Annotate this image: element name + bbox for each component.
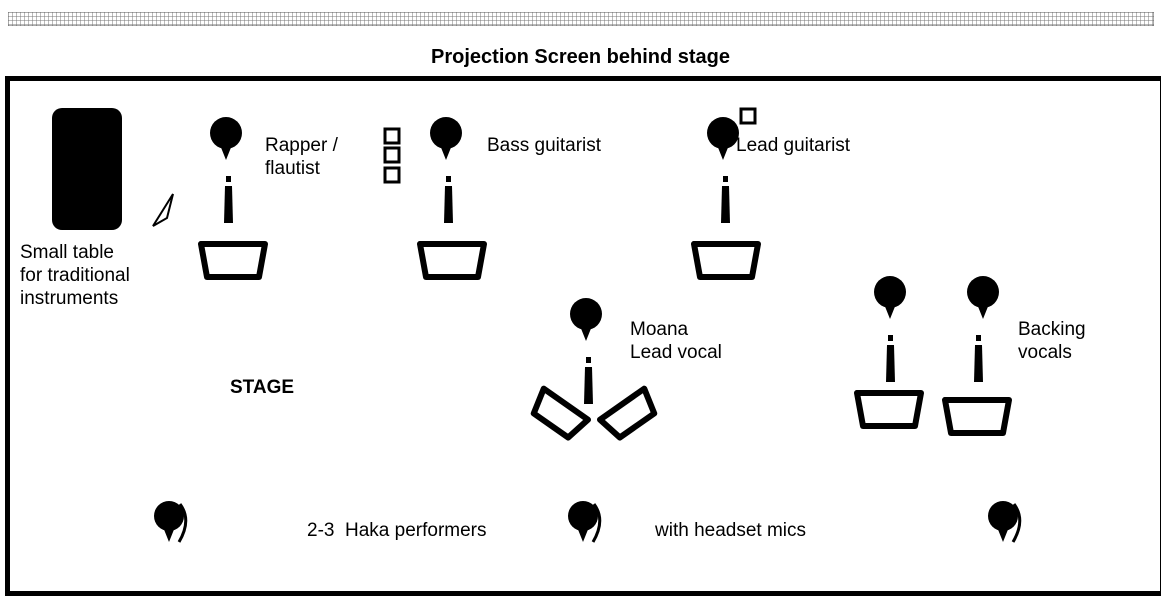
- headset-mic-icon: [154, 501, 188, 543]
- lead-vocal-mic-stand-icon: [584, 357, 593, 404]
- bass-label: Bass guitarist: [487, 135, 602, 156]
- backing-vocals-label-line-2: vocals: [1018, 342, 1072, 363]
- backing-vocal-1-mic-stand-icon: [886, 335, 895, 382]
- haka-label: 2-3 Haka performers: [307, 520, 487, 541]
- projection-screen-label: Projection Screen behind stage: [431, 46, 730, 68]
- table-label-line-2: for traditional: [20, 265, 130, 286]
- pedal-square-icon: [383, 166, 401, 184]
- lead-vocal-label-line-2: Lead vocal: [630, 342, 722, 363]
- projection-screen-bar: [8, 12, 1154, 26]
- bass-mic-icon: [430, 117, 462, 160]
- pedal-square-icon: [383, 127, 401, 145]
- bass-mic-stand-icon: [444, 176, 453, 223]
- rapper-monitor-icon: [198, 241, 268, 280]
- lead-vocal-mic-icon: [570, 298, 602, 341]
- backing-vocals-label-line-1: Backing: [1018, 319, 1086, 340]
- headset-label: with headset mics: [655, 520, 807, 541]
- rapper-mic-stand-icon: [224, 176, 233, 223]
- table-label-line-3: instruments: [20, 288, 119, 309]
- lead-guitar-mic-icon: [707, 117, 739, 160]
- bass-monitor-icon: [417, 241, 487, 280]
- backing-vocal-1-mic-icon: [874, 276, 906, 319]
- headset-mic-icon: [988, 501, 1022, 543]
- lead-guitar-label: Lead guitarist: [736, 135, 851, 156]
- lead-guitar-mic-stand-icon: [721, 176, 730, 223]
- headset-mic-icon: [568, 501, 602, 543]
- backing-vocal-2-mic-icon: [967, 276, 999, 319]
- backing-vocal-2-monitor-icon: [942, 397, 1012, 436]
- backing-vocal-2-mic-stand-icon: [974, 335, 983, 382]
- rapper-mic-icon: [210, 117, 242, 160]
- stage-label: STAGE: [230, 377, 295, 398]
- lead-vocal-monitor-left-icon: [530, 385, 592, 441]
- lead-guitar-monitor-icon: [691, 241, 761, 280]
- rapper-label-line-2: flautist: [265, 158, 320, 179]
- pedal-square-icon: [383, 146, 401, 164]
- backing-vocal-1-monitor-icon: [854, 390, 924, 429]
- instrument-table: [52, 108, 122, 230]
- pedal-square-icon: [739, 107, 757, 125]
- lead-vocal-label-line-1: Moana: [630, 319, 689, 340]
- table-label-line-1: Small table: [20, 242, 114, 263]
- lead-vocal-monitor-right-icon: [596, 385, 658, 441]
- rapper-label-line-1: Rapper /: [265, 135, 338, 156]
- triangle-instrument-icon: [152, 193, 174, 227]
